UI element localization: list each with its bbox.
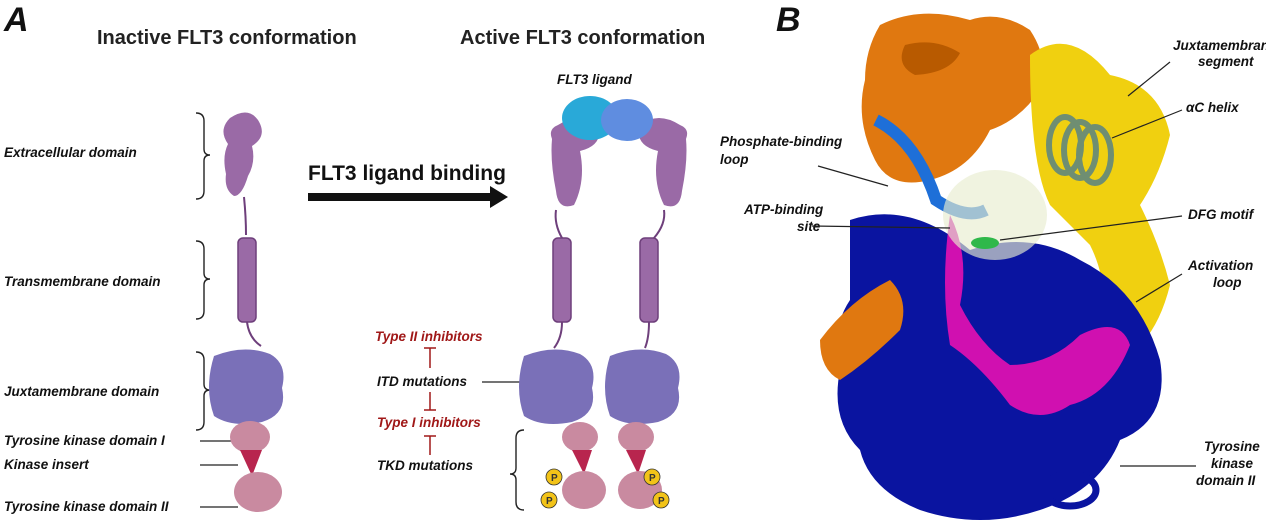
inactive-title: Inactive FLT3 conformation (97, 27, 357, 49)
label-jm-segment-2: segment (1198, 54, 1254, 69)
ligand-binding-arrowhead (490, 186, 508, 208)
active-title: Active FLT3 conformation (460, 27, 705, 49)
label-type2-inhibitors: Type II inhibitors (375, 329, 483, 344)
label-activation-2: loop (1213, 275, 1242, 290)
label-tkd2-b-3: domain II (1196, 473, 1256, 488)
svg-text:P: P (551, 473, 558, 484)
label-activation-1: Activation (1187, 258, 1253, 273)
inhibition-bars (424, 347, 436, 455)
panel-b-leader-lines (811, 61, 1196, 467)
label-tkd-mutations: TKD mutations (377, 458, 473, 473)
label-tkd2-b-1: Tyrosine (1204, 439, 1260, 454)
label-juxtamembrane: Juxtamembrane domain (4, 384, 159, 399)
label-itd-mutations: ITD mutations (377, 374, 467, 389)
label-type1-inhibitors: Type I inhibitors (377, 415, 481, 430)
label-tkd2: Tyrosine kinase domain II (4, 499, 169, 514)
inactive-receptor (209, 112, 284, 512)
panel-a-letter: A (3, 1, 29, 39)
kinase-structure (820, 13, 1170, 521)
cell-membrane (183, 230, 689, 328)
label-transmembrane: Transmembrane domain (4, 274, 161, 289)
label-tkd1: Tyrosine kinase domain I (4, 433, 165, 448)
label-pbl-1: Phosphate-binding (720, 134, 843, 149)
label-atp-1: ATP-binding (743, 202, 824, 217)
label-atp-2: site (797, 219, 821, 234)
panel-b-letter: B (776, 1, 801, 39)
label-dfg: DFG motif (1188, 207, 1255, 222)
label-jm-segment-1: Juxtamembrane (1173, 38, 1266, 53)
label-kinase-insert: Kinase insert (4, 457, 89, 472)
ligand-label: FLT3 ligand (557, 72, 632, 87)
ligand-right-lobe (601, 99, 653, 141)
label-pbl-2: loop (720, 152, 749, 167)
active-receptor-dimer (519, 118, 688, 509)
svg-text:P: P (546, 496, 553, 507)
arrow-label: FLT3 ligand binding (308, 162, 506, 185)
svg-text:P: P (658, 496, 665, 507)
label-extracellular: Extracellular domain (4, 145, 137, 160)
label-tkd2-b-2: kinase (1211, 456, 1254, 471)
svg-text:P: P (649, 473, 656, 484)
label-ac-helix: αC helix (1186, 100, 1239, 115)
phospho-groups: P P P P (540, 468, 670, 509)
